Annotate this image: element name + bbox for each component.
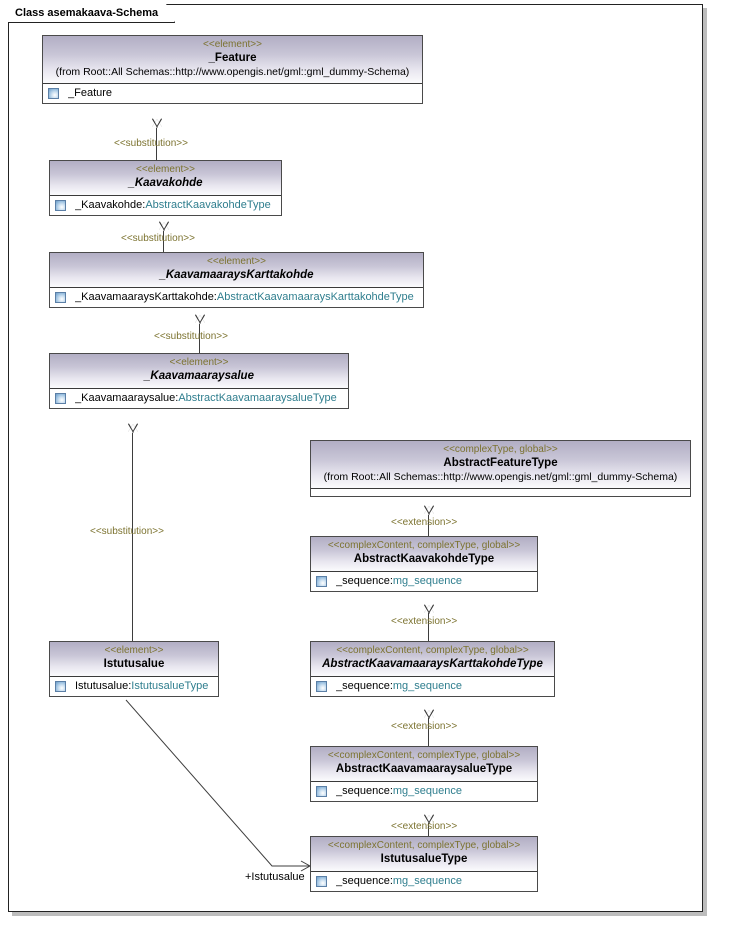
node-header: <<element>> Istutusalue: [50, 642, 218, 677]
connector-label-extension-4: <<extension>>: [391, 821, 458, 832]
attribute-row[interactable]: Istutusalue:IstutusalueType: [50, 677, 218, 696]
node-header: <<complexContent, complexType, global>> …: [311, 747, 537, 782]
node-name: _Kaavamaaraysalue: [144, 370, 254, 382]
generalization-arrowhead: [195, 315, 205, 323]
generalization-arrowhead: [159, 222, 169, 230]
connector-label-extension-2: <<extension>>: [391, 616, 458, 627]
diagram-frame: Class asemakaava-Schema +Istutusalue <<e…: [8, 4, 703, 912]
node-name: _KaavamaaraysKarttakohde: [159, 269, 314, 281]
class-node-abstractkaavakohdetype[interactable]: <<complexContent, complexType, global>> …: [310, 536, 538, 592]
class-node-abstractfeaturetype[interactable]: <<complexType, global>> AbstractFeatureT…: [310, 440, 691, 497]
attribute-compartment-empty: [311, 489, 690, 496]
node-from-package: (from Root::All Schemas::http://www.open…: [323, 471, 678, 483]
connector-extension-3-line: [428, 718, 429, 746]
node-stereotype: <<element>>: [203, 39, 262, 50]
node-stereotype: <<complexContent, complexType, global>>: [327, 540, 521, 551]
connector-extension-4-line: [428, 823, 429, 836]
generalization-arrowhead: [152, 119, 162, 127]
attribute-icon: [316, 876, 327, 887]
connector-substitution-1-line: [156, 128, 157, 160]
class-node-kaavakohde[interactable]: <<element>> _Kaavakohde _Kaavakohde:Abst…: [49, 160, 282, 216]
diagram-canvas: +Istutusalue <<element>> _Feature (from …: [9, 5, 702, 911]
attribute-label: _sequence:mg_sequence: [336, 875, 462, 887]
node-stereotype: <<complexContent, complexType, global>>: [327, 840, 521, 851]
class-node-feature[interactable]: <<element>> _Feature (from Root::All Sch…: [42, 35, 423, 104]
attribute-icon: [55, 292, 66, 303]
attribute-label: _sequence:mg_sequence: [336, 785, 462, 797]
node-name: Istutusalue: [103, 658, 165, 670]
class-node-abstractkaavamaaraysaluetype[interactable]: <<complexContent, complexType, global>> …: [310, 746, 538, 802]
attribute-row[interactable]: _sequence:mg_sequence: [311, 872, 537, 891]
node-header: <<element>> _Kaavamaaraysalue: [50, 354, 348, 389]
attribute-row[interactable]: _sequence:mg_sequence: [311, 572, 537, 591]
node-name: AbstractFeatureType: [443, 457, 558, 469]
attribute-icon: [48, 88, 59, 99]
connector-label-substitution-1: <<substitution>>: [114, 138, 188, 149]
connector-substitution-2-line: [163, 231, 164, 252]
node-stereotype: <<element>>: [207, 256, 266, 267]
attribute-row[interactable]: _Feature: [43, 84, 422, 103]
node-name: AbstractKaavakohdeType: [353, 553, 495, 565]
node-name: _Feature: [208, 52, 257, 64]
node-name: IstutusalueType: [380, 853, 468, 865]
attribute-row[interactable]: _sequence:mg_sequence: [311, 677, 554, 696]
node-header: <<complexContent, complexType, global>> …: [311, 642, 554, 677]
diagram-title-tab: Class asemakaava-Schema: [8, 4, 175, 23]
attribute-icon: [55, 200, 66, 211]
connector-extension-1-line: [428, 515, 429, 536]
attribute-icon: [55, 681, 66, 692]
attribute-label: _sequence:mg_sequence: [336, 680, 462, 692]
node-header: <<element>> _Kaavakohde: [50, 161, 281, 196]
node-stereotype: <<element>>: [104, 645, 164, 656]
generalization-arrowhead: [424, 815, 434, 823]
attribute-label: _KaavamaaraysKarttakohde:AbstractKaavama…: [75, 291, 414, 303]
connector-label-extension-1: <<extension>>: [391, 517, 458, 528]
attribute-label: _Kaavamaaraysalue:AbstractKaavamaaraysal…: [75, 392, 337, 404]
attribute-row[interactable]: _KaavamaaraysKarttakohde:AbstractKaavama…: [50, 288, 423, 307]
node-stereotype: <<element>>: [136, 164, 195, 175]
class-node-istutusalue[interactable]: <<element>> Istutusalue Istutusalue:Istu…: [49, 641, 219, 697]
generalization-arrowhead: [424, 710, 434, 718]
association-role-label: +Istutusalue: [245, 871, 305, 883]
attribute-row[interactable]: _sequence:mg_sequence: [311, 782, 537, 801]
generalization-arrowhead: [424, 605, 434, 613]
connector-extension-2-line: [428, 613, 429, 641]
node-from-package: (from Root::All Schemas::http://www.open…: [55, 66, 410, 78]
generalization-arrowhead: [424, 506, 434, 514]
attribute-icon: [316, 681, 327, 692]
connector-label-extension-3: <<extension>>: [391, 721, 458, 732]
attribute-label: _Feature: [68, 87, 113, 99]
class-node-kaavamaaraysalue[interactable]: <<element>> _Kaavamaaraysalue _Kaavamaar…: [49, 353, 349, 409]
node-header: <<complexType, global>> AbstractFeatureT…: [311, 441, 690, 489]
node-header: <<complexContent, complexType, global>> …: [311, 537, 537, 572]
attribute-row[interactable]: _Kaavakohde:AbstractKaavakohdeType: [50, 196, 281, 215]
node-stereotype: <<complexContent, complexType, global>>: [336, 645, 529, 656]
class-node-abstractkaavamaarayskarttakohdetype[interactable]: <<complexContent, complexType, global>> …: [310, 641, 555, 697]
node-stereotype: <<complexContent, complexType, global>>: [327, 750, 521, 761]
connector-substitution-4-line: [132, 433, 133, 641]
node-name: AbstractKaavamaaraysKarttakohdeType: [322, 658, 543, 670]
node-name: AbstractKaavamaaraysalueType: [335, 763, 513, 775]
node-header: <<element>> _KaavamaaraysKarttakohde: [50, 253, 423, 288]
node-stereotype: <<element>>: [169, 357, 229, 368]
attribute-icon: [316, 786, 327, 797]
class-node-kaavamaarayskarttakohde[interactable]: <<element>> _KaavamaaraysKarttakohde _Ka…: [49, 252, 424, 308]
node-stereotype: <<complexType, global>>: [443, 444, 558, 455]
node-header: <<complexContent, complexType, global>> …: [311, 837, 537, 872]
node-header: <<element>> _Feature (from Root::All Sch…: [43, 36, 422, 84]
attribute-row[interactable]: _Kaavamaaraysalue:AbstractKaavamaaraysal…: [50, 389, 348, 408]
class-node-istutusaluetype[interactable]: <<complexContent, complexType, global>> …: [310, 836, 538, 892]
generalization-arrowhead: [128, 424, 138, 432]
attribute-icon: [55, 393, 66, 404]
connector-label-substitution-3: <<substitution>>: [154, 331, 228, 342]
node-name: _Kaavakohde: [128, 177, 203, 189]
connector-substitution-3-line: [199, 324, 200, 353]
attribute-label: _Kaavakohde:AbstractKaavakohdeType: [75, 199, 271, 211]
diagram-title: Class asemakaava-Schema: [15, 7, 159, 19]
attribute-label: Istutusalue:IstutusalueType: [75, 680, 209, 692]
attribute-icon: [316, 576, 327, 587]
connector-label-substitution-4: <<substitution>>: [90, 526, 164, 537]
attribute-label: _sequence:mg_sequence: [336, 575, 462, 587]
connector-label-substitution-2: <<substitution>>: [121, 233, 195, 244]
